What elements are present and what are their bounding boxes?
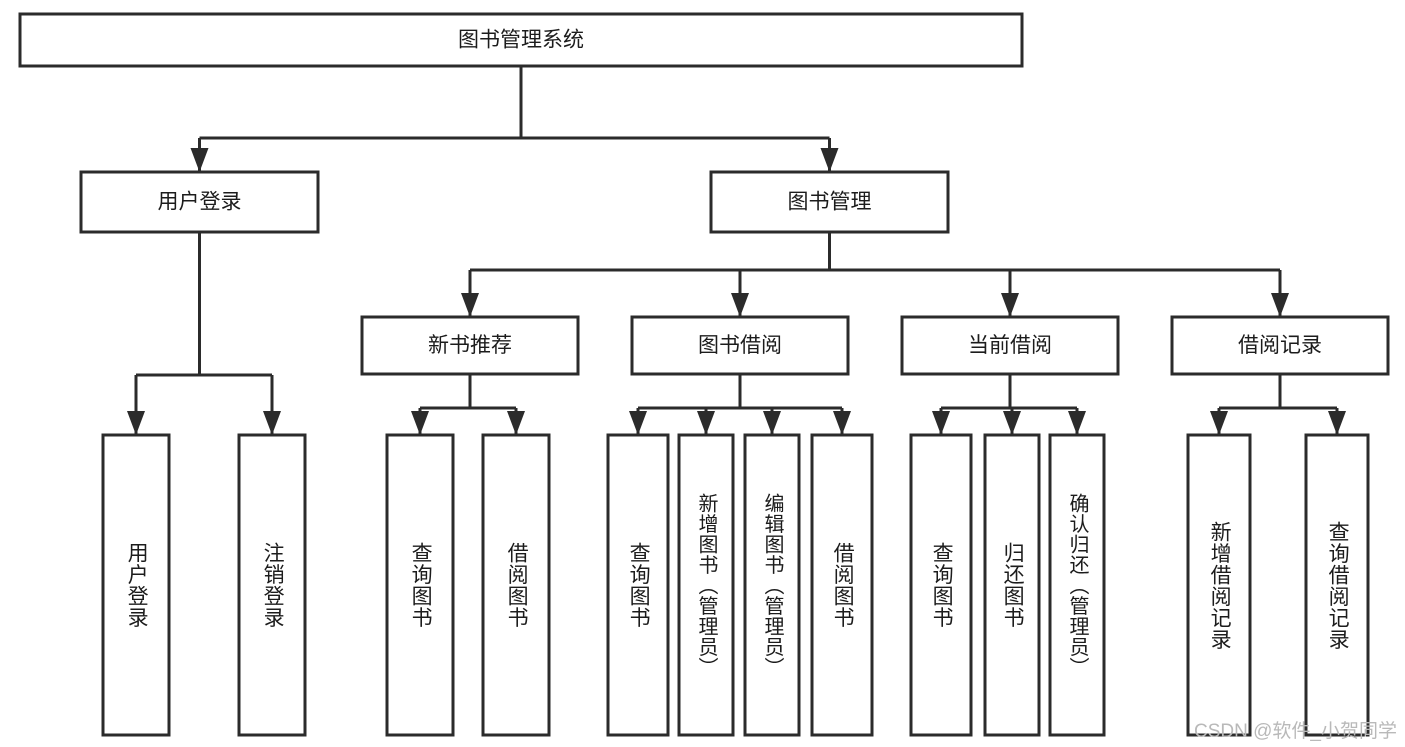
- arrow-head-icon: [1210, 411, 1228, 435]
- arrow-head-icon: [932, 411, 950, 435]
- watermark: CSDN @软件_小贺同学: [1194, 721, 1397, 742]
- arrow-head-icon: [1003, 411, 1021, 435]
- arrow-head-icon: [1271, 293, 1289, 317]
- node-box-leaf-return-book[interactable]: [983, 433, 1041, 737]
- node-box-borrow-record[interactable]: [1170, 315, 1390, 376]
- node-box-new-book-recommend[interactable]: [360, 315, 580, 376]
- node-label-new-book-recommend: 新书推荐: [428, 334, 512, 357]
- arrow-head-icon: [461, 293, 479, 317]
- node-box-book-borrow[interactable]: [630, 315, 850, 376]
- node-box-leaf-add-book-admin[interactable]: [677, 433, 735, 737]
- arrow-head-icon: [763, 411, 781, 435]
- arrow-head-icon: [1068, 411, 1086, 435]
- node-box-root[interactable]: [18, 12, 1024, 68]
- node-box-leaf-query-borrow-record[interactable]: [1304, 433, 1370, 737]
- node-label-root: 图书管理系统: [458, 29, 584, 52]
- node-box-leaf-add-borrow-record[interactable]: [1186, 433, 1252, 737]
- node-label-book-borrow: 图书借阅: [698, 334, 782, 357]
- node-box-leaf-borrow-book[interactable]: [810, 433, 874, 737]
- arrow-head-icon: [263, 411, 281, 435]
- arrow-head-icon: [507, 411, 525, 435]
- arrow-head-icon: [820, 148, 839, 172]
- node-box-leaf-borrow-book-rec[interactable]: [481, 433, 551, 737]
- arrow-head-icon: [411, 411, 429, 435]
- node-box-leaf-user-login[interactable]: [101, 433, 171, 737]
- node-box-leaf-confirm-return-admin[interactable]: [1048, 433, 1106, 737]
- node-box-book-manage[interactable]: [709, 170, 950, 234]
- node-box-leaf-query-book-borrow[interactable]: [606, 433, 670, 737]
- edge-layer: [127, 66, 1346, 435]
- arrow-head-icon: [127, 411, 145, 435]
- node-label-current-borrow: 当前借阅: [968, 334, 1052, 357]
- node-label-book-manage: 图书管理: [788, 191, 872, 214]
- arrow-head-icon: [731, 293, 749, 317]
- node-box-leaf-query-book-rec[interactable]: [385, 433, 455, 737]
- arrow-head-icon: [190, 148, 209, 172]
- box-layer: [18, 12, 1390, 737]
- node-box-leaf-query-book-cur[interactable]: [909, 433, 973, 737]
- node-box-user-login[interactable]: [79, 170, 320, 234]
- arrow-head-icon: [629, 411, 647, 435]
- arrow-head-icon: [833, 411, 851, 435]
- node-label-borrow-record: 借阅记录: [1238, 334, 1322, 357]
- node-box-current-borrow[interactable]: [900, 315, 1120, 376]
- node-label-user-login: 用户登录: [158, 191, 242, 214]
- node-box-leaf-user-logout[interactable]: [237, 433, 307, 737]
- node-box-leaf-edit-book-admin[interactable]: [743, 433, 801, 737]
- arrow-head-icon: [697, 411, 715, 435]
- arrow-head-icon: [1001, 293, 1019, 317]
- arrow-head-icon: [1328, 411, 1346, 435]
